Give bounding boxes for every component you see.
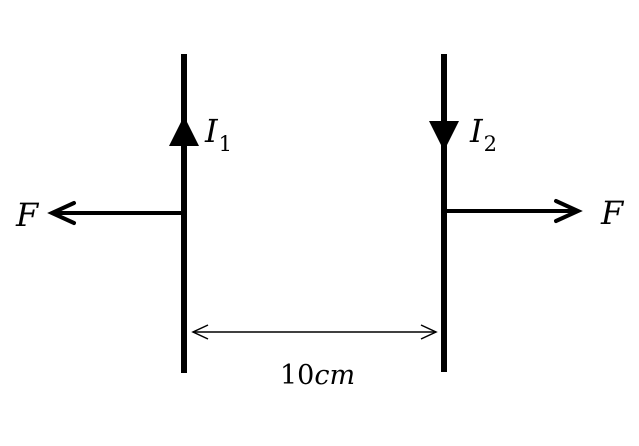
current-2-arrow-down-icon xyxy=(429,121,459,151)
dimension-left-arrowhead-icon xyxy=(191,324,209,340)
separation-label: 10cm xyxy=(280,360,355,391)
force-right-label: F xyxy=(600,194,625,232)
force-right-arrowhead-icon xyxy=(554,199,583,223)
force-left-arrowhead-icon xyxy=(47,201,76,225)
force-left-label: F xyxy=(15,196,40,234)
current-2-label: I2 xyxy=(469,112,497,156)
current-1-arrow-up-icon xyxy=(169,116,199,146)
current-1-label: I1 xyxy=(204,112,232,156)
dimension-right-arrowhead-icon xyxy=(420,324,438,340)
